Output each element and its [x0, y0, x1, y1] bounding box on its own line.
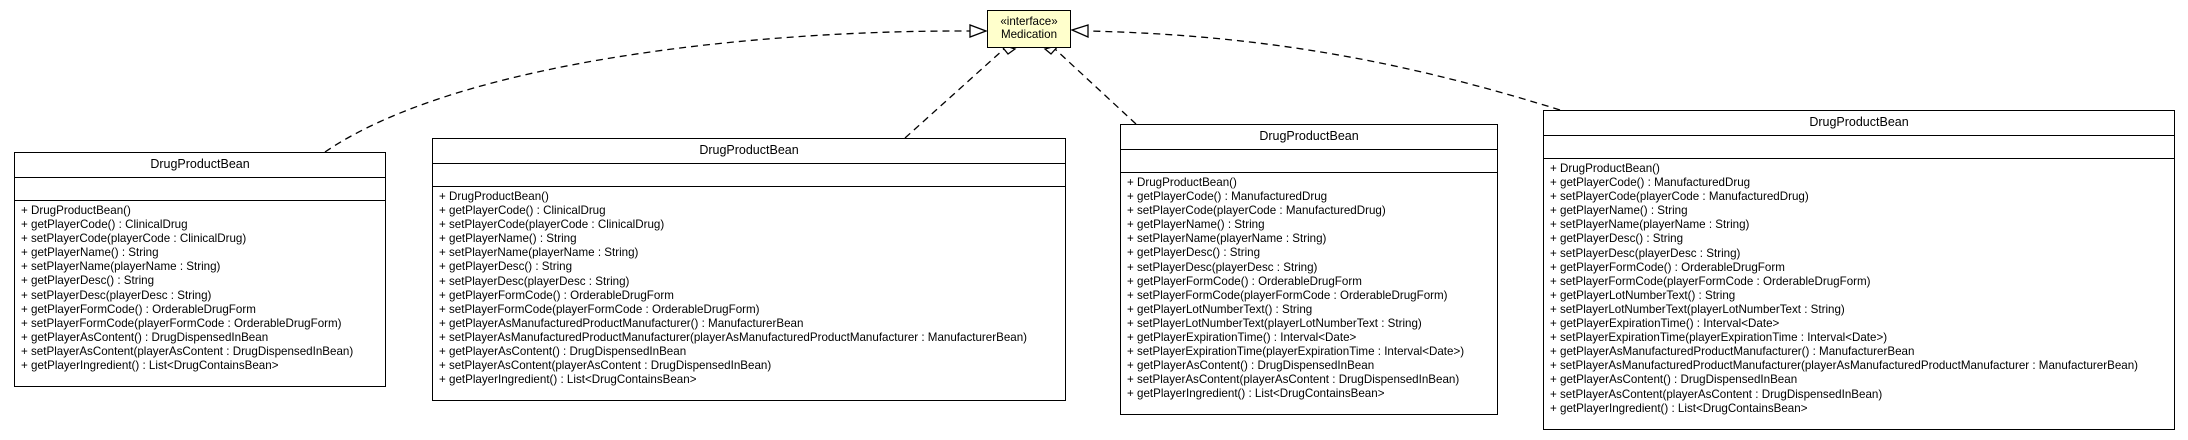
- method-row: + setPlayerAsManufacturedProductManufact…: [439, 330, 1028, 344]
- method-row: + getPlayerAsContent() : DrugDispensedIn…: [439, 345, 687, 359]
- method-row: + getPlayerDesc() : String: [439, 260, 573, 274]
- method-row: + getPlayerExpirationTime() : Interval<D…: [1127, 331, 1357, 345]
- method-row: + getPlayerAsManufacturedProductManufact…: [439, 316, 804, 330]
- method-row: + setPlayerExpirationTime(playerExpirati…: [1550, 331, 1888, 345]
- class-fields: [433, 164, 1065, 187]
- method-row: + getPlayerAsContent() : DrugDispensedIn…: [1550, 373, 1798, 387]
- method-row: + setPlayerDesc(playerDesc : String): [439, 274, 630, 288]
- method-row: + getPlayerFormCode() : OrderableDrugFor…: [1550, 260, 1785, 274]
- interface-stereotype: «interface»: [1000, 15, 1058, 28]
- method-row: + getPlayerFormCode() : OrderableDrugFor…: [439, 288, 674, 302]
- class-name: DrugProductBean: [433, 139, 1065, 164]
- method-row: + getPlayerAsContent() : DrugDispensedIn…: [1127, 359, 1375, 373]
- method-row: + setPlayerCode(playerCode : Manufacture…: [1127, 204, 1386, 218]
- class-methods: + DrugProductBean() + getPlayerCode() : …: [1544, 159, 2174, 416]
- method-row: + setPlayerName(playerName : String): [1550, 218, 1750, 232]
- method-row: + setPlayerName(playerName : String): [439, 246, 639, 260]
- method-row: + getPlayerCode() : ClinicalDrug: [439, 204, 606, 218]
- method-row: + getPlayerAsManufacturedProductManufact…: [1550, 345, 1915, 359]
- method-row: + getPlayerDesc() : String: [1127, 246, 1261, 260]
- method-row: + getPlayerCode() : ManufacturedDrug: [1127, 190, 1328, 204]
- realization-arrowhead-1: [969, 24, 988, 38]
- method-row: + getPlayerFormCode() : OrderableDrugFor…: [21, 302, 256, 316]
- class-box-4[interactable]: DrugProductBean + DrugProductBean() + ge…: [1543, 110, 2175, 430]
- method-row: + setPlayerAsManufacturedProductManufact…: [1550, 359, 2139, 373]
- class-fields: [1121, 150, 1497, 173]
- method-row: + setPlayerLotNumberText(playerLotNumber…: [1127, 316, 1422, 330]
- realization-edge-3: [1054, 48, 1137, 125]
- method-row: + getPlayerDesc() : String: [21, 274, 155, 288]
- method-row: + setPlayerCode(playerCode : ClinicalDru…: [439, 218, 665, 232]
- class-box-1[interactable]: DrugProductBean + DrugProductBean() + ge…: [14, 152, 386, 387]
- interface-name: Medication: [1000, 28, 1058, 41]
- method-row: + getPlayerLotNumberText() : String: [1550, 288, 1736, 302]
- method-row: + getPlayerAsContent() : DrugDispensedIn…: [21, 330, 269, 344]
- method-row: + setPlayerFormCode(playerFormCode : Ord…: [1127, 288, 1448, 302]
- method-row: + setPlayerFormCode(playerFormCode : Ord…: [1550, 274, 1871, 288]
- method-row: + DrugProductBean(): [1550, 162, 1660, 175]
- method-row: + getPlayerIngredient() : List<DrugConta…: [21, 359, 279, 373]
- method-row: + setPlayerExpirationTime(playerExpirati…: [1127, 345, 1465, 359]
- method-row: + setPlayerName(playerName : String): [1127, 232, 1327, 246]
- method-row: + setPlayerFormCode(playerFormCode : Ord…: [21, 316, 342, 330]
- realization-edge-2: [904, 48, 1005, 139]
- method-row: + setPlayerCode(playerCode : Manufacture…: [1550, 190, 1809, 204]
- class-box-2[interactable]: DrugProductBean + DrugProductBean() + ge…: [432, 138, 1066, 401]
- method-row: + setPlayerDesc(playerDesc : String): [1127, 260, 1318, 274]
- method-row: + getPlayerIngredient() : List<DrugConta…: [1127, 387, 1385, 401]
- class-fields: [1544, 136, 2174, 159]
- method-row: + setPlayerName(playerName : String): [21, 260, 221, 274]
- method-row: + DrugProductBean(): [21, 204, 131, 217]
- method-row: + getPlayerName() : String: [1127, 218, 1265, 232]
- method-row: + getPlayerCode() : ClinicalDrug: [21, 218, 188, 232]
- method-row: + getPlayerExpirationTime() : Interval<D…: [1550, 317, 1780, 331]
- class-name: DrugProductBean: [15, 153, 385, 178]
- method-row: + setPlayerFormCode(playerFormCode : Ord…: [439, 302, 760, 316]
- method-row: + setPlayerAsContent(playerAsContent : D…: [1550, 387, 1883, 401]
- method-row: + setPlayerCode(playerCode : ClinicalDru…: [21, 232, 247, 246]
- method-row: + getPlayerIngredient() : List<DrugConta…: [1550, 401, 1808, 415]
- class-name: DrugProductBean: [1121, 125, 1497, 150]
- method-row: + getPlayerDesc() : String: [1550, 232, 1684, 246]
- class-methods: + DrugProductBean() + getPlayerCode() : …: [433, 187, 1065, 387]
- method-row: + getPlayerIngredient() : List<DrugConta…: [439, 373, 697, 387]
- method-row: + getPlayerLotNumberText() : String: [1127, 302, 1313, 316]
- method-row: + setPlayerDesc(playerDesc : String): [1550, 246, 1741, 260]
- method-row: + setPlayerDesc(playerDesc : String): [21, 288, 212, 302]
- realization-arrowhead-4: [1070, 24, 1089, 38]
- class-box-3[interactable]: DrugProductBean + DrugProductBean() + ge…: [1120, 124, 1498, 415]
- class-fields: [15, 178, 385, 201]
- method-row: + getPlayerName() : String: [21, 246, 159, 260]
- method-row: + setPlayerAsContent(playerAsContent : D…: [21, 344, 354, 358]
- method-row: + setPlayerLotNumberText(playerLotNumber…: [1550, 302, 1845, 316]
- realization-edge-1: [324, 30, 971, 153]
- method-row: + DrugProductBean(): [439, 190, 549, 203]
- class-methods: + DrugProductBean() + getPlayerCode() : …: [15, 201, 385, 373]
- class-methods: + DrugProductBean() + getPlayerCode() : …: [1121, 173, 1497, 402]
- method-row: + DrugProductBean(): [1127, 176, 1237, 189]
- method-row: + getPlayerCode() : ManufacturedDrug: [1550, 176, 1751, 190]
- interface-medication[interactable]: «interface» Medication: [987, 10, 1071, 48]
- method-row: + getPlayerName() : String: [439, 232, 577, 246]
- method-row: + setPlayerAsContent(playerAsContent : D…: [439, 359, 772, 373]
- class-name: DrugProductBean: [1544, 111, 2174, 136]
- realization-edge-4: [1087, 30, 1561, 111]
- method-row: + setPlayerAsContent(playerAsContent : D…: [1127, 373, 1460, 387]
- method-row: + getPlayerFormCode() : OrderableDrugFor…: [1127, 274, 1362, 288]
- method-row: + getPlayerName() : String: [1550, 204, 1688, 218]
